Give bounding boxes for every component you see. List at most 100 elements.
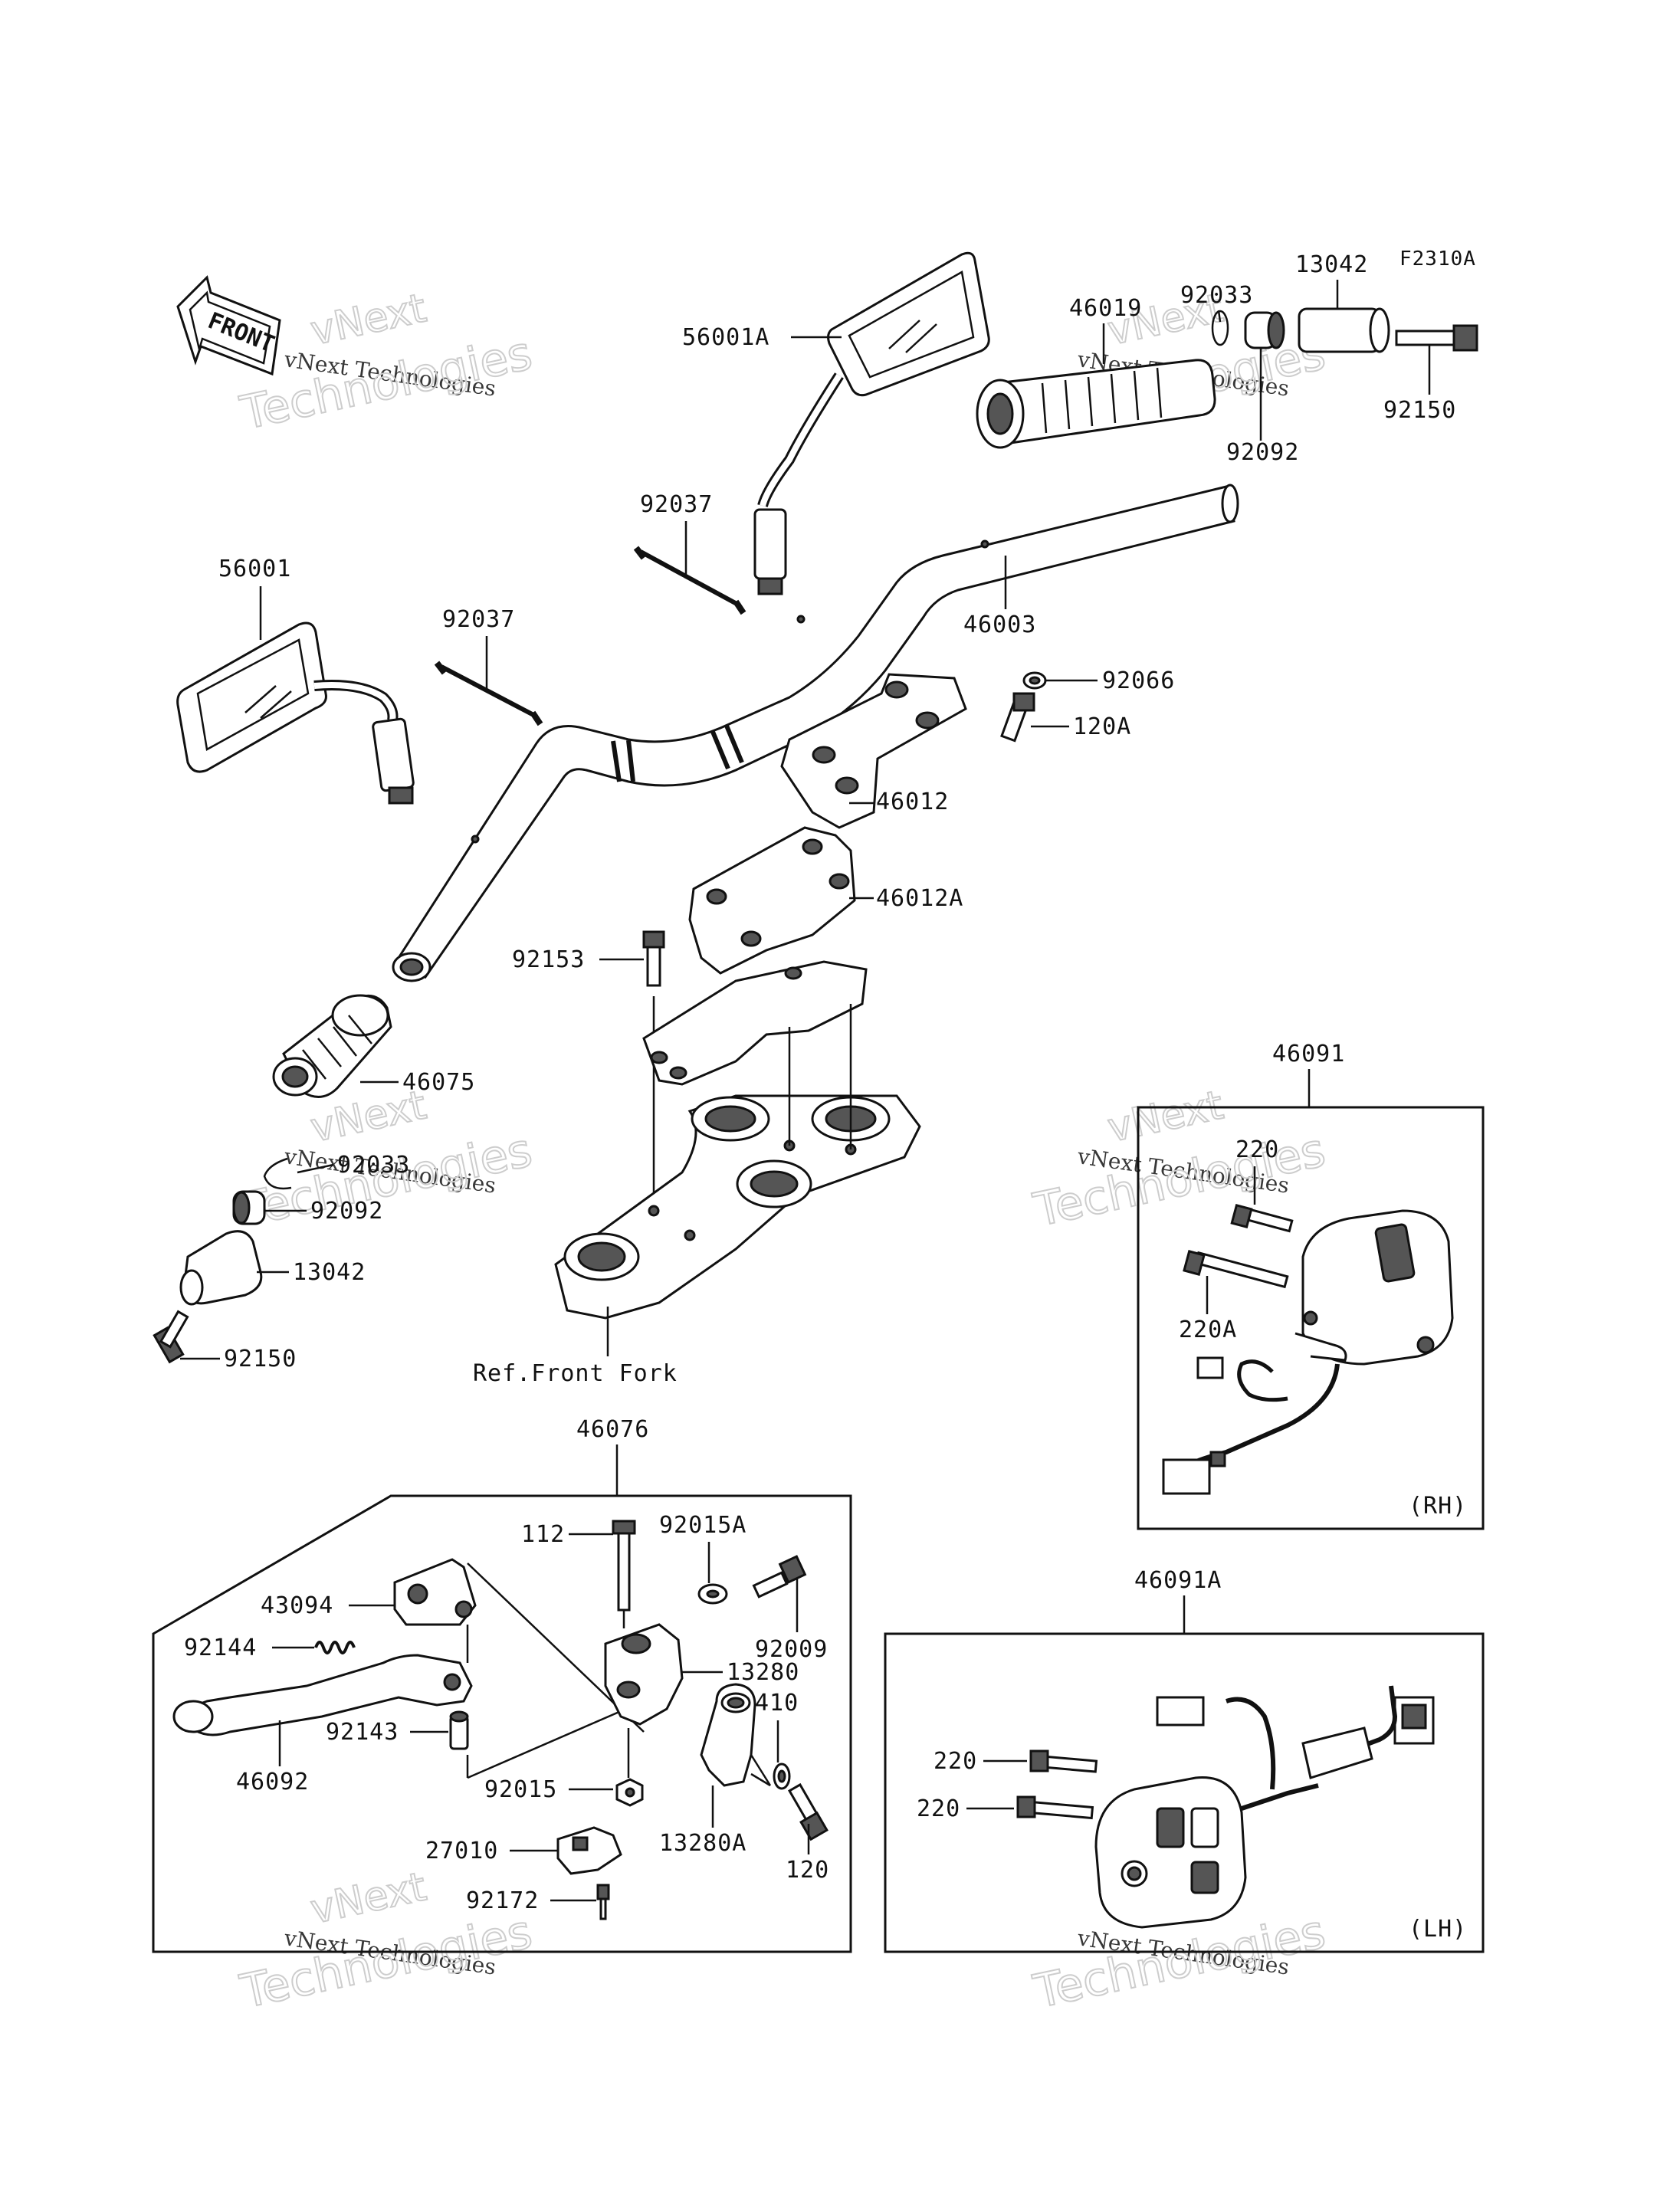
handlebar-holder-46012 bbox=[780, 673, 967, 829]
watermark-4: vNext vNext Technologies Technologies bbox=[1029, 1081, 1331, 1238]
label-92015A: 92015A bbox=[659, 1512, 746, 1539]
label-92033-top: 92033 bbox=[1180, 282, 1253, 309]
label-46091: 46091 bbox=[1272, 1041, 1345, 1067]
top-triple-clamp bbox=[554, 1094, 921, 1320]
figure-code: F2310A bbox=[1399, 248, 1476, 271]
label-rh: (RH) bbox=[1409, 1493, 1467, 1520]
mirror-right-56001A bbox=[753, 251, 990, 595]
label-92009: 92009 bbox=[755, 1636, 828, 1663]
label-lh: (LH) bbox=[1409, 1916, 1467, 1943]
svg-text:vNext: vNext bbox=[1104, 1082, 1227, 1151]
clamp-13280A bbox=[700, 1683, 756, 1787]
label-13280A: 13280A bbox=[659, 1830, 746, 1857]
label-220A: 220A bbox=[1179, 1317, 1237, 1343]
band-92037-upper bbox=[633, 546, 746, 615]
grip-right-46019 bbox=[976, 359, 1216, 449]
label-46003: 46003 bbox=[963, 612, 1036, 638]
label-92150-top: 92150 bbox=[1383, 397, 1456, 424]
label-220-lh-b: 220 bbox=[917, 1795, 960, 1822]
label-43094: 43094 bbox=[261, 1592, 333, 1619]
label-220-lh-a: 220 bbox=[934, 1748, 977, 1775]
label-27010: 27010 bbox=[425, 1838, 498, 1864]
washer-92066 bbox=[1022, 671, 1047, 690]
washer-92015A bbox=[697, 1583, 728, 1605]
label-92092-bot: 92092 bbox=[310, 1198, 383, 1225]
label-46075: 46075 bbox=[402, 1069, 475, 1096]
screw-92172 bbox=[596, 1884, 610, 1920]
bracket-43094 bbox=[393, 1558, 477, 1626]
washer-410 bbox=[773, 1763, 791, 1790]
pin-92143 bbox=[449, 1710, 469, 1750]
rh-switch-wiring bbox=[1162, 1356, 1340, 1495]
label-92015: 92015 bbox=[484, 1776, 557, 1803]
lh-switch-box bbox=[884, 1632, 1485, 1953]
spring-92144 bbox=[314, 1641, 356, 1654]
label-13280: 13280 bbox=[727, 1659, 799, 1686]
bar-end-weight-left-13042 bbox=[179, 1230, 263, 1306]
screw-92009 bbox=[752, 1555, 807, 1599]
label-13042-top: 13042 bbox=[1295, 251, 1368, 278]
front-arrow-icon: FRONT bbox=[176, 275, 281, 376]
screw-220-rh bbox=[1230, 1203, 1294, 1233]
bolt-right-92150 bbox=[1395, 324, 1478, 352]
mirror-left-56001 bbox=[176, 621, 415, 805]
lever-holder-13280 bbox=[604, 1623, 684, 1726]
nut-92015 bbox=[615, 1778, 644, 1807]
clutch-switch-27010 bbox=[556, 1826, 622, 1875]
label-92150-bot: 92150 bbox=[224, 1346, 297, 1372]
label-92037-a: 92037 bbox=[640, 491, 713, 518]
label-56001A: 56001A bbox=[682, 324, 769, 351]
svg-text:Technologies: Technologies bbox=[236, 326, 537, 441]
handlebar-46003 bbox=[392, 484, 1239, 982]
screw-220-lh-b bbox=[1016, 1795, 1094, 1820]
handlebar-holder-46012A bbox=[688, 826, 856, 975]
upper-bracket bbox=[642, 960, 868, 1086]
label-92172: 92172 bbox=[466, 1887, 539, 1914]
lh-switch-wiring bbox=[1156, 1685, 1435, 1811]
label-92066: 92066 bbox=[1102, 667, 1175, 694]
label-92153: 92153 bbox=[512, 946, 585, 973]
label-ref-front-fork: Ref.Front Fork bbox=[473, 1360, 678, 1387]
grip-left-46075 bbox=[272, 994, 392, 1098]
weight-damper-left-92092 bbox=[232, 1190, 266, 1225]
label-56001: 56001 bbox=[218, 556, 291, 582]
bolt-112 bbox=[612, 1520, 636, 1612]
svg-text:Technologies: Technologies bbox=[236, 1123, 537, 1238]
label-13042-bot: 13042 bbox=[293, 1259, 366, 1286]
rh-switch-housing bbox=[1294, 1209, 1454, 1366]
bar-end-weight-right-13042 bbox=[1298, 307, 1390, 353]
label-46019: 46019 bbox=[1069, 295, 1142, 322]
label-410: 410 bbox=[755, 1690, 799, 1717]
label-120A: 120A bbox=[1073, 713, 1131, 740]
label-46076: 46076 bbox=[576, 1416, 649, 1443]
label-46012A: 46012A bbox=[876, 885, 963, 912]
label-46012: 46012 bbox=[876, 789, 949, 815]
svg-text:vNext: vNext bbox=[307, 1864, 430, 1933]
label-92144: 92144 bbox=[184, 1635, 257, 1661]
screw-220-lh-a bbox=[1029, 1749, 1098, 1773]
label-46092: 46092 bbox=[236, 1769, 309, 1795]
clutch-lever-46092 bbox=[172, 1654, 473, 1736]
label-220-rh: 220 bbox=[1235, 1136, 1279, 1163]
label-92092-top: 92092 bbox=[1226, 439, 1299, 466]
bolt-92153 bbox=[642, 930, 665, 987]
bolt-left-92150 bbox=[153, 1310, 189, 1364]
lh-switch-housing bbox=[1094, 1776, 1247, 1929]
weight-damper-right-92092 bbox=[1244, 311, 1285, 349]
watermark-1: vNext vNext Technologies Technologies bbox=[235, 284, 538, 441]
screw-220A bbox=[1183, 1250, 1289, 1289]
snap-ring-left-92033 bbox=[263, 1157, 292, 1190]
label-92033-bot: 92033 bbox=[337, 1152, 410, 1179]
label-46091A: 46091A bbox=[1134, 1567, 1222, 1594]
snap-ring-right-92033 bbox=[1211, 310, 1229, 346]
label-120: 120 bbox=[786, 1857, 829, 1884]
label-112: 112 bbox=[521, 1521, 565, 1548]
svg-text:vNext: vNext bbox=[307, 285, 430, 354]
svg-text:Technologies: Technologies bbox=[236, 1905, 537, 2019]
bolt-120 bbox=[788, 1782, 829, 1841]
bolt-120A bbox=[1000, 692, 1035, 743]
band-92037-lower bbox=[434, 661, 543, 726]
label-92143: 92143 bbox=[326, 1719, 399, 1746]
